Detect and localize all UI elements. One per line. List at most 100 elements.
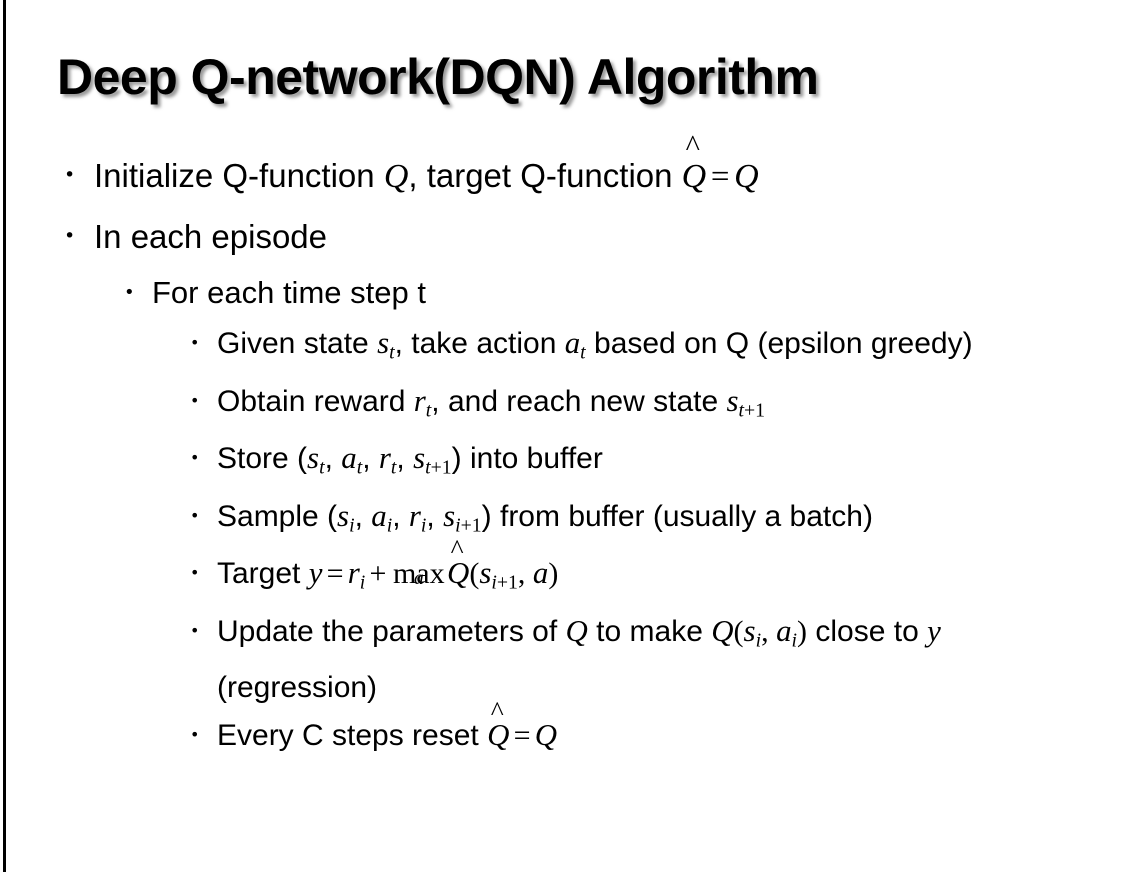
text-run: close to [807, 614, 928, 648]
sub-offset: +1 [744, 399, 766, 422]
math-a: a [532, 555, 549, 591]
text-run: (regression) [217, 671, 378, 705]
bullet-glyph: • [190, 390, 200, 410]
math-r1: r [378, 440, 391, 476]
text-run: , [426, 499, 444, 533]
math-r1-subscript: i [420, 514, 427, 537]
text-run: Obtain reward [217, 384, 414, 418]
text-run: Initialize Q-function [94, 157, 384, 194]
math-a1: a [341, 440, 357, 476]
max-label: max [392, 557, 445, 591]
math-close-paren: ) [797, 614, 808, 648]
text-run: , [354, 499, 372, 533]
math-a1-subscript: t [356, 456, 363, 479]
bullet-update-text: Update the parameters of Q to make Q(si,… [217, 607, 1097, 712]
text-run: Sample ( [217, 499, 338, 533]
text-run: based on Q (epsilon greedy) [585, 327, 973, 360]
bullet-obtain-reward-text: Obtain reward rt, and reach new state st… [217, 377, 765, 435]
math-y: y [927, 612, 941, 648]
sub-index: t [738, 399, 745, 422]
math-r1-subscript: t [390, 456, 397, 479]
math-a-subscript: i [791, 629, 798, 652]
math-s2-subscript: t+1 [425, 457, 452, 479]
text-run: , take action [394, 327, 565, 360]
math-s2: s [443, 497, 456, 533]
bullet-glyph: • [190, 505, 200, 525]
math-q1: Q [565, 612, 588, 648]
bullet-initialize-text: Initialize Q-function Q, target Q-functi… [94, 130, 759, 207]
math-s: s [743, 612, 756, 648]
math-q: Q [383, 158, 409, 195]
math-open-paren: ( [733, 614, 744, 648]
math-q-hat: ^Q [487, 697, 510, 759]
math-equals: = [326, 557, 344, 591]
text-run: , [324, 442, 342, 476]
bullet-update: • Update the parameters of Q to make Q(s… [0, 607, 1124, 712]
bullet-for-each-time-step-text: For each time step t [152, 275, 426, 310]
bullet-given-state-text: Given state st, take action at based on … [217, 319, 973, 377]
math-r-subscript: i [359, 571, 366, 594]
text-run: Store ( [217, 442, 308, 476]
bullet-glyph: • [64, 225, 76, 247]
math-close-paren: ) [548, 557, 559, 591]
math-comma: , [761, 614, 777, 648]
sub-offset: +1 [460, 514, 482, 537]
bullet-sample: • Sample (si, ai, ri, si+1) from buffer … [0, 492, 1124, 550]
bullet-sample-text: Sample (si, ai, ri, si+1) from buffer (u… [217, 492, 873, 550]
text-run: ) from buffer (usually a batch) [481, 499, 873, 533]
math-s-subscript: i+1 [491, 572, 518, 594]
math-a: a [564, 325, 581, 360]
math-s2: s [413, 440, 426, 476]
bullet-glyph: • [190, 725, 200, 745]
math-s: s [479, 555, 492, 591]
math-r-subscript: t [425, 399, 432, 422]
text-run: to make [587, 614, 712, 648]
math-q-hat: ^Q [681, 130, 707, 206]
text-run: ) into buffer [451, 442, 603, 476]
math-r: r [347, 555, 360, 591]
text-run: , target Q-function [408, 157, 682, 194]
math-s: s [726, 382, 739, 418]
bullet-in-each-episode: • In each episode [0, 207, 1124, 266]
hat-accent: ^ [685, 128, 700, 163]
bullet-for-each-time-step: • For each time step t [0, 266, 1124, 319]
bullet-glyph: • [124, 282, 135, 303]
math-a-subscript: t [580, 341, 586, 364]
math-equals: = [710, 159, 730, 195]
bullet-store-text: Store (st, at, rt, st+1) into buffer [217, 434, 603, 492]
math-s-subscript: t+1 [739, 399, 766, 421]
bullet-glyph: • [190, 620, 200, 640]
hat-accent: ^ [490, 695, 504, 727]
text-run: Update the parameters of [217, 614, 566, 648]
bullet-obtain-reward: • Obtain reward rt, and reach new state … [0, 377, 1124, 435]
sub-index: i [455, 514, 461, 537]
math-a1: a [371, 497, 387, 533]
bullet-initialize: • Initialize Q-function Q, target Q-func… [0, 130, 1124, 207]
math-q2: Q [711, 612, 734, 648]
sub-offset: +1 [496, 571, 518, 594]
math-q-base: Q [681, 158, 707, 195]
math-s: s [377, 325, 390, 360]
bullet-given-state: • Given state st, take action at based o… [0, 319, 1124, 377]
sub-index: t [425, 456, 431, 479]
text-run: Target [217, 557, 309, 591]
math-q: Q [534, 717, 558, 753]
bullet-every-c-steps: • Every C steps reset ^Q=Q [0, 697, 1124, 759]
bullet-store: • Store (st, at, rt, st+1) into buffer [0, 434, 1124, 492]
math-q-base: Q [487, 717, 510, 753]
math-r1: r [408, 497, 421, 533]
hat-accent: ^ [450, 533, 464, 565]
bullet-glyph: • [190, 333, 200, 352]
math-s2-subscript: i+1 [455, 514, 482, 536]
math-open-paren: ( [469, 557, 480, 591]
math-q-base: Q [447, 555, 470, 591]
math-q-hat: ^Q [447, 535, 470, 597]
math-q2: Q [734, 158, 759, 195]
bullet-glyph: • [64, 164, 76, 186]
text-run: , and reach new state [431, 384, 727, 418]
math-y: y [308, 555, 323, 591]
left-edge-rail [3, 0, 6, 872]
